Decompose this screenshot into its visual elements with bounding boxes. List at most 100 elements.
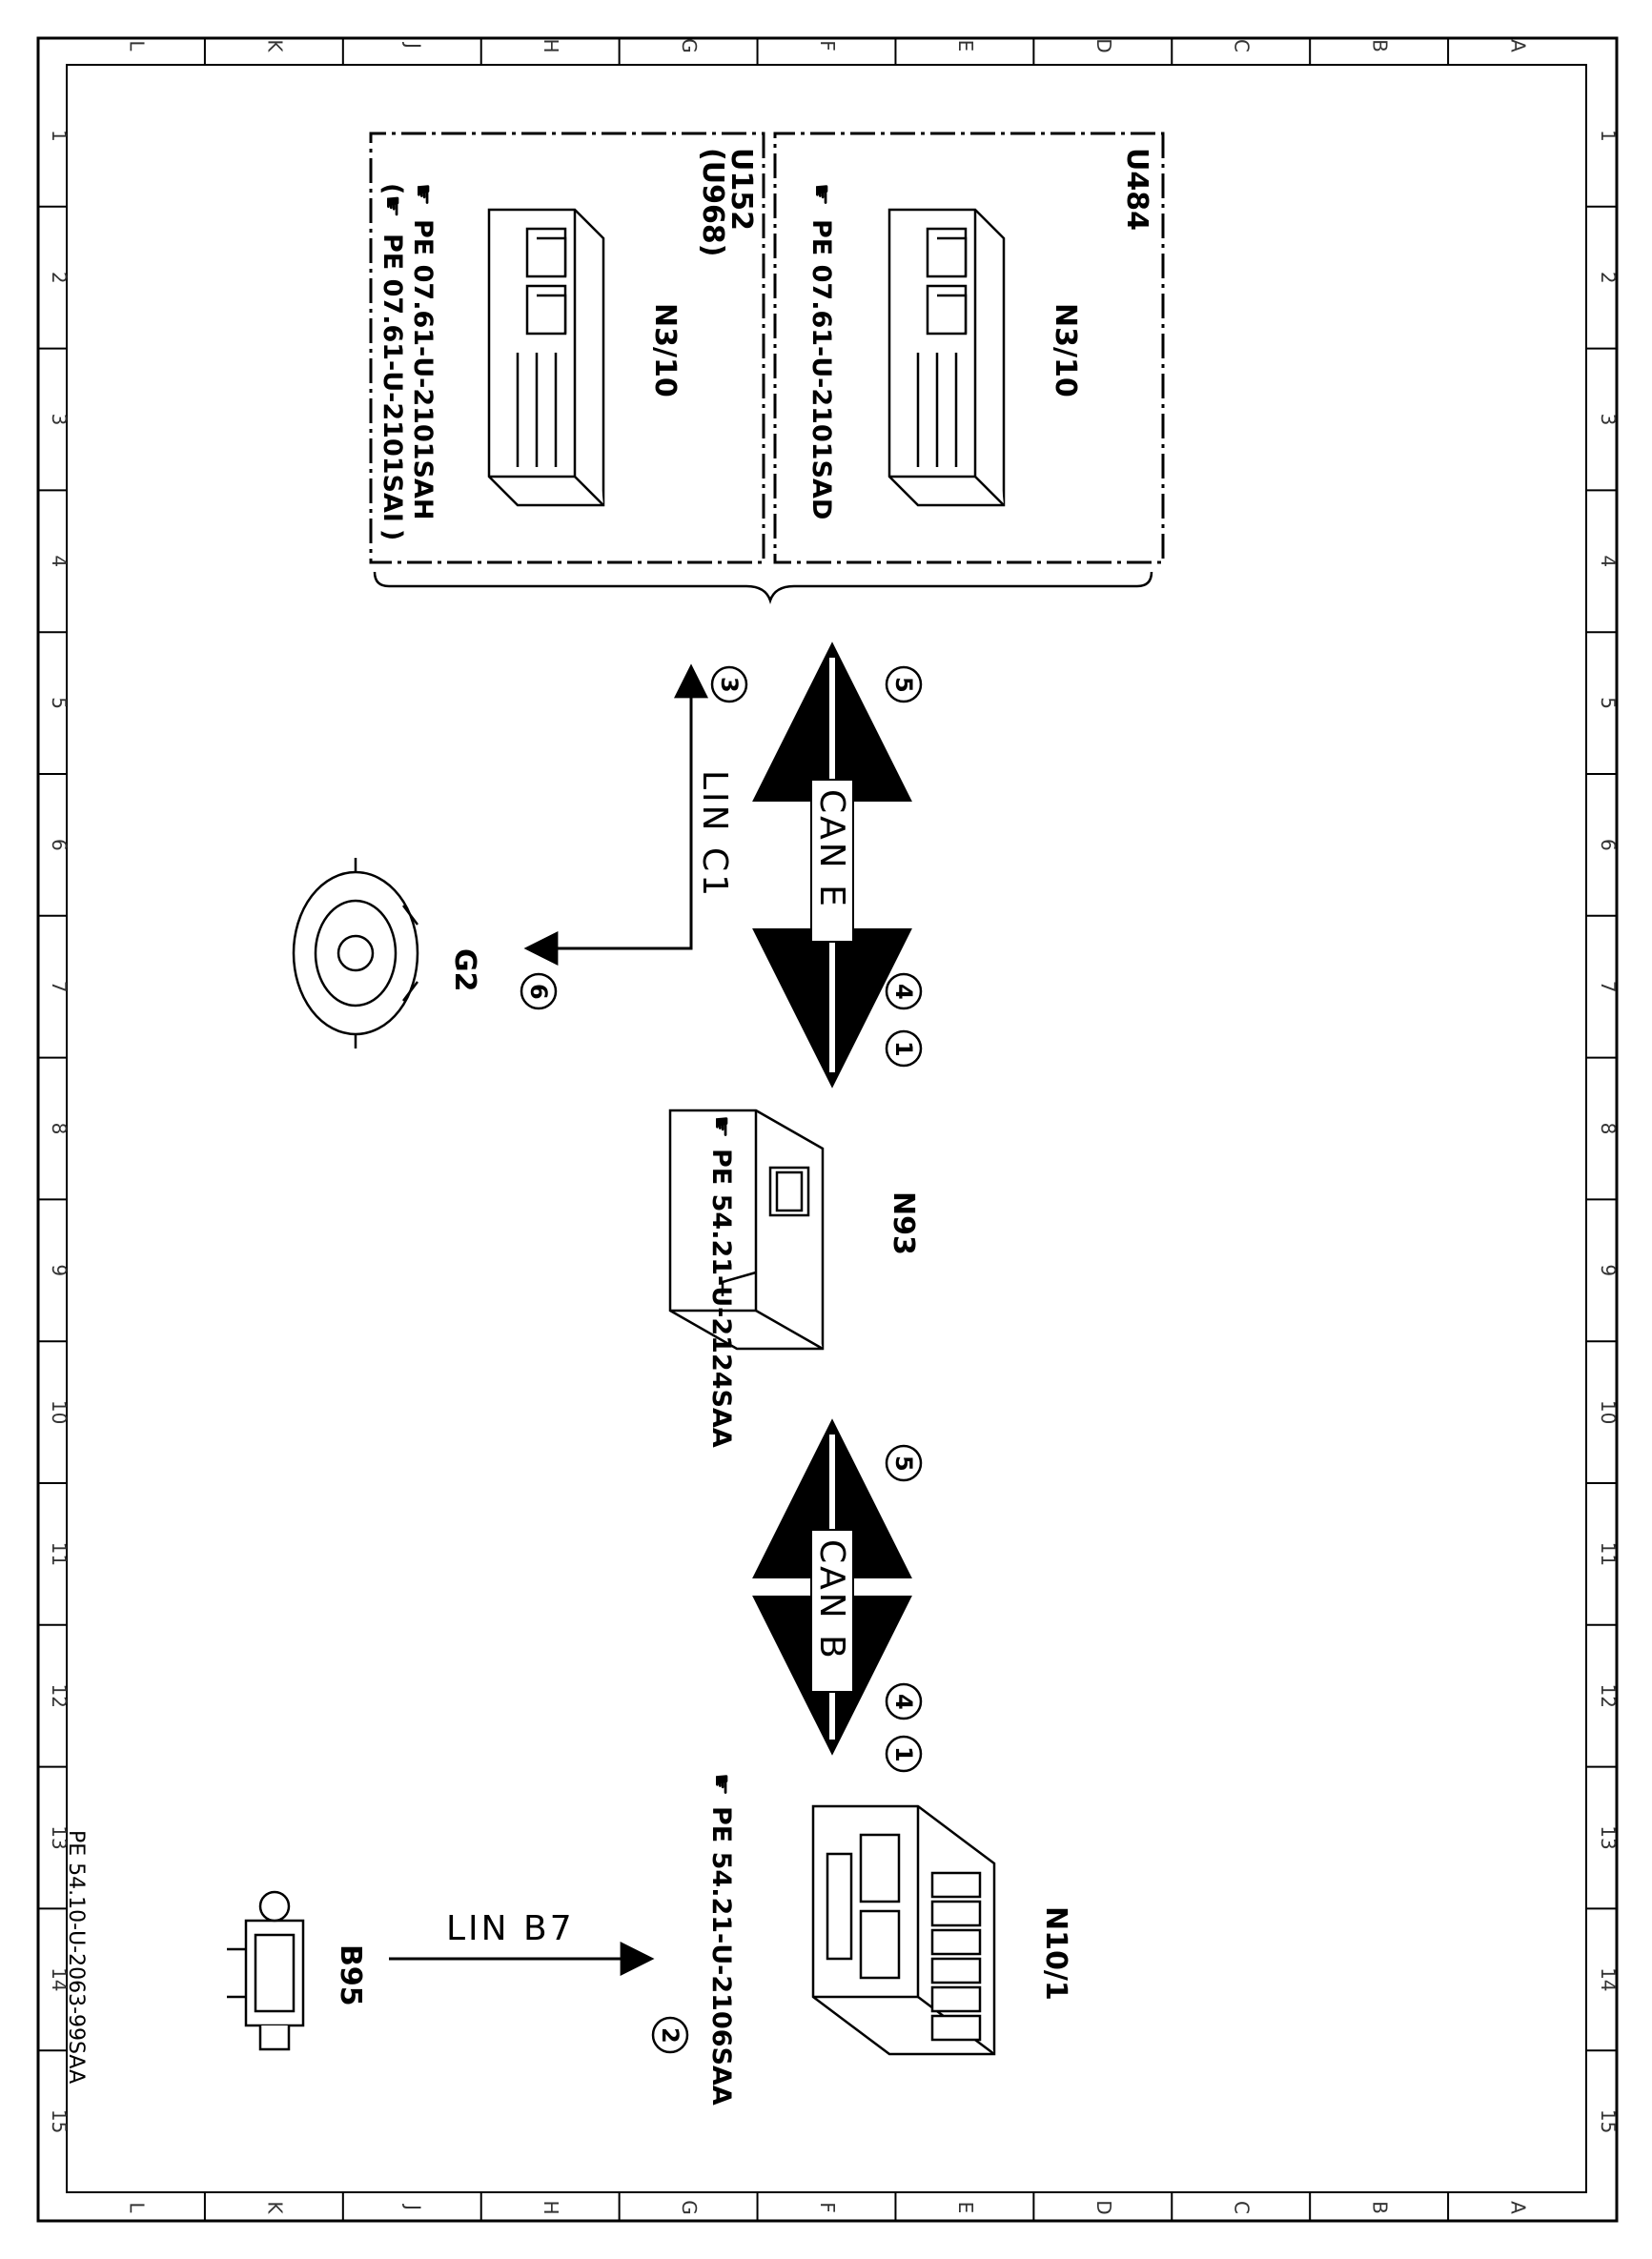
n93-name: N93 — [887, 1191, 920, 1255]
grid-number-label: 2 — [1597, 272, 1620, 284]
u484-module-group: U484 N3/10 PE 07.61-U-2101SAD ☛ — [773, 132, 1165, 564]
marker-2-lin-b7: 2 — [651, 2016, 689, 2054]
svg-text:2: 2 — [657, 2027, 683, 2044]
fuse-box-icon — [811, 1804, 996, 2056]
svg-text:5: 5 — [890, 677, 917, 693]
u152-variant-label: U152 — [724, 148, 758, 231]
marker-5-can-b: 5 — [885, 1444, 923, 1482]
marker-5-can-e: 5 — [885, 665, 923, 703]
u152-module-name: N3/10 — [648, 303, 682, 397]
can-e-bus: CAN E — [752, 641, 912, 1089]
grid-number-label: 15 — [1597, 2109, 1620, 2133]
grid-number-label: 13 — [1597, 1825, 1620, 1849]
n93-ref: PE 54.21-U-2124SAA — [706, 1149, 736, 1448]
grid-letter-label: L — [125, 2202, 148, 2213]
grid-letter-label: F — [816, 40, 839, 51]
grid-letter-label: A — [1507, 2201, 1530, 2214]
grid-letter-label: G — [678, 2200, 701, 2215]
marker-4-can-e: 4 — [885, 972, 923, 1010]
marker-1-can-b: 1 — [885, 1735, 923, 1773]
grid-letter-label: H — [540, 38, 562, 52]
u484-module-name: N3/10 — [1049, 303, 1082, 397]
grid-number-label: 12 — [1597, 1683, 1620, 1707]
grid-letter-label: D — [1092, 2200, 1115, 2214]
hand-pointer-icon: ☛ — [806, 183, 836, 206]
lin-b7-label: LIN B7 — [446, 1909, 575, 1948]
lin-c1-bus: LIN C1 — [523, 663, 734, 966]
n10-1-name: N10/1 — [1039, 1906, 1072, 2001]
hand-pointer-icon: ☛ — [706, 1115, 736, 1138]
grid-number-label: 10 — [1597, 1400, 1620, 1424]
svg-text:6: 6 — [525, 984, 552, 1000]
grid-number-label: 15 — [48, 2109, 71, 2133]
grid-number-label: 11 — [1597, 1542, 1620, 1566]
document-id: PE 54.10-U-2063-99SAA — [64, 1830, 88, 2084]
grid-number-label: 11 — [48, 1542, 71, 1566]
n10-1-ref: PE 54.21-U-2106SAA — [706, 1806, 736, 2106]
u152-variant-alt-label: (U968) — [696, 148, 729, 256]
grid-letter-label: C — [1231, 39, 1254, 52]
g2-component: G2 — [292, 858, 481, 1048]
svg-text:5: 5 — [890, 1455, 917, 1472]
grid-number-label: 8 — [1597, 1123, 1620, 1135]
grid-number-label: 4 — [48, 555, 71, 567]
svg-text:1: 1 — [890, 1041, 917, 1057]
u152-ref-2: PE 07.61-U-2101SAI — [377, 234, 407, 522]
grid-number-label: 14 — [1597, 1967, 1620, 1991]
grid-number-label: 2 — [48, 272, 71, 284]
ecu-icon — [887, 208, 1006, 507]
grid-letter-label: D — [1092, 38, 1115, 52]
marker-4-can-b: 4 — [885, 1682, 923, 1720]
grid-letter-label: K — [263, 2201, 286, 2214]
can-b-bus: CAN B — [752, 1418, 912, 1756]
n93-component: N93 ☛ PE 54.21-U-2124SAA — [668, 1109, 920, 1448]
marker-6-lin-c1: 6 — [520, 972, 558, 1010]
grid-number-label: 3 — [1597, 414, 1620, 426]
grid-number-label: 8 — [48, 1123, 71, 1135]
grid-number-label: 3 — [48, 414, 71, 426]
grid-letter-label: F — [816, 2202, 839, 2213]
grid-letter-label: C — [1231, 2201, 1254, 2214]
grid-letter-label: E — [954, 40, 977, 52]
grid-number-label: 5 — [48, 697, 71, 709]
svg-text:4: 4 — [890, 984, 917, 1000]
grid-number-label: 1 — [1597, 130, 1620, 142]
ecu-icon — [487, 208, 605, 507]
g2-name: G2 — [448, 948, 481, 992]
b95-component: B95 — [227, 1890, 367, 2051]
can-e-label: CAN E — [812, 789, 851, 909]
grid-number-label: 4 — [1597, 555, 1620, 567]
grid-letter-label: B — [1369, 39, 1392, 52]
hand-pointer-icon: ☛ — [706, 1773, 736, 1796]
grid-letter-label: B — [1369, 2201, 1392, 2214]
u484-variant-label: U484 — [1120, 148, 1153, 231]
can-b-label: CAN B — [812, 1539, 851, 1661]
grid-number-label: 7 — [1597, 981, 1620, 993]
hand-pointer-icon: (☛ — [377, 183, 407, 218]
marker-1-can-e: 1 — [885, 1029, 923, 1068]
grid-number-label: 5 — [1597, 697, 1620, 709]
grid-number-label: 13 — [48, 1825, 71, 1849]
paren-close: ) — [377, 529, 407, 540]
grid-letter-label: E — [954, 2202, 977, 2214]
svg-text:4: 4 — [890, 1694, 917, 1710]
u152-ref-1: PE 07.61-U-2101SAH — [408, 219, 438, 519]
grid-number-label: 12 — [48, 1683, 71, 1707]
grid-number-label: 9 — [1597, 1264, 1620, 1276]
drawing-frame — [36, 36, 1619, 2223]
generator-icon — [292, 858, 419, 1048]
grid-number-label: 14 — [48, 1967, 71, 1991]
lin-b7-bus: LIN B7 — [389, 1909, 655, 1976]
grid-number-label: 6 — [48, 839, 71, 851]
grid-number-label: 10 — [48, 1400, 71, 1424]
grid-number-label: 7 — [48, 981, 71, 993]
svg-text:1: 1 — [890, 1746, 917, 1762]
u152-module-group: U152 (U968) N3/10 ☛ PE 07.61-U-2101SAH (… — [369, 132, 765, 564]
grid-number-label: 6 — [1597, 839, 1620, 851]
n10-1-component: N10/1 ☛ PE 54.21-U-2106SAA — [706, 1773, 1072, 2106]
grid-number-label: 1 — [48, 130, 71, 142]
grid-letter-label: G — [678, 38, 701, 53]
